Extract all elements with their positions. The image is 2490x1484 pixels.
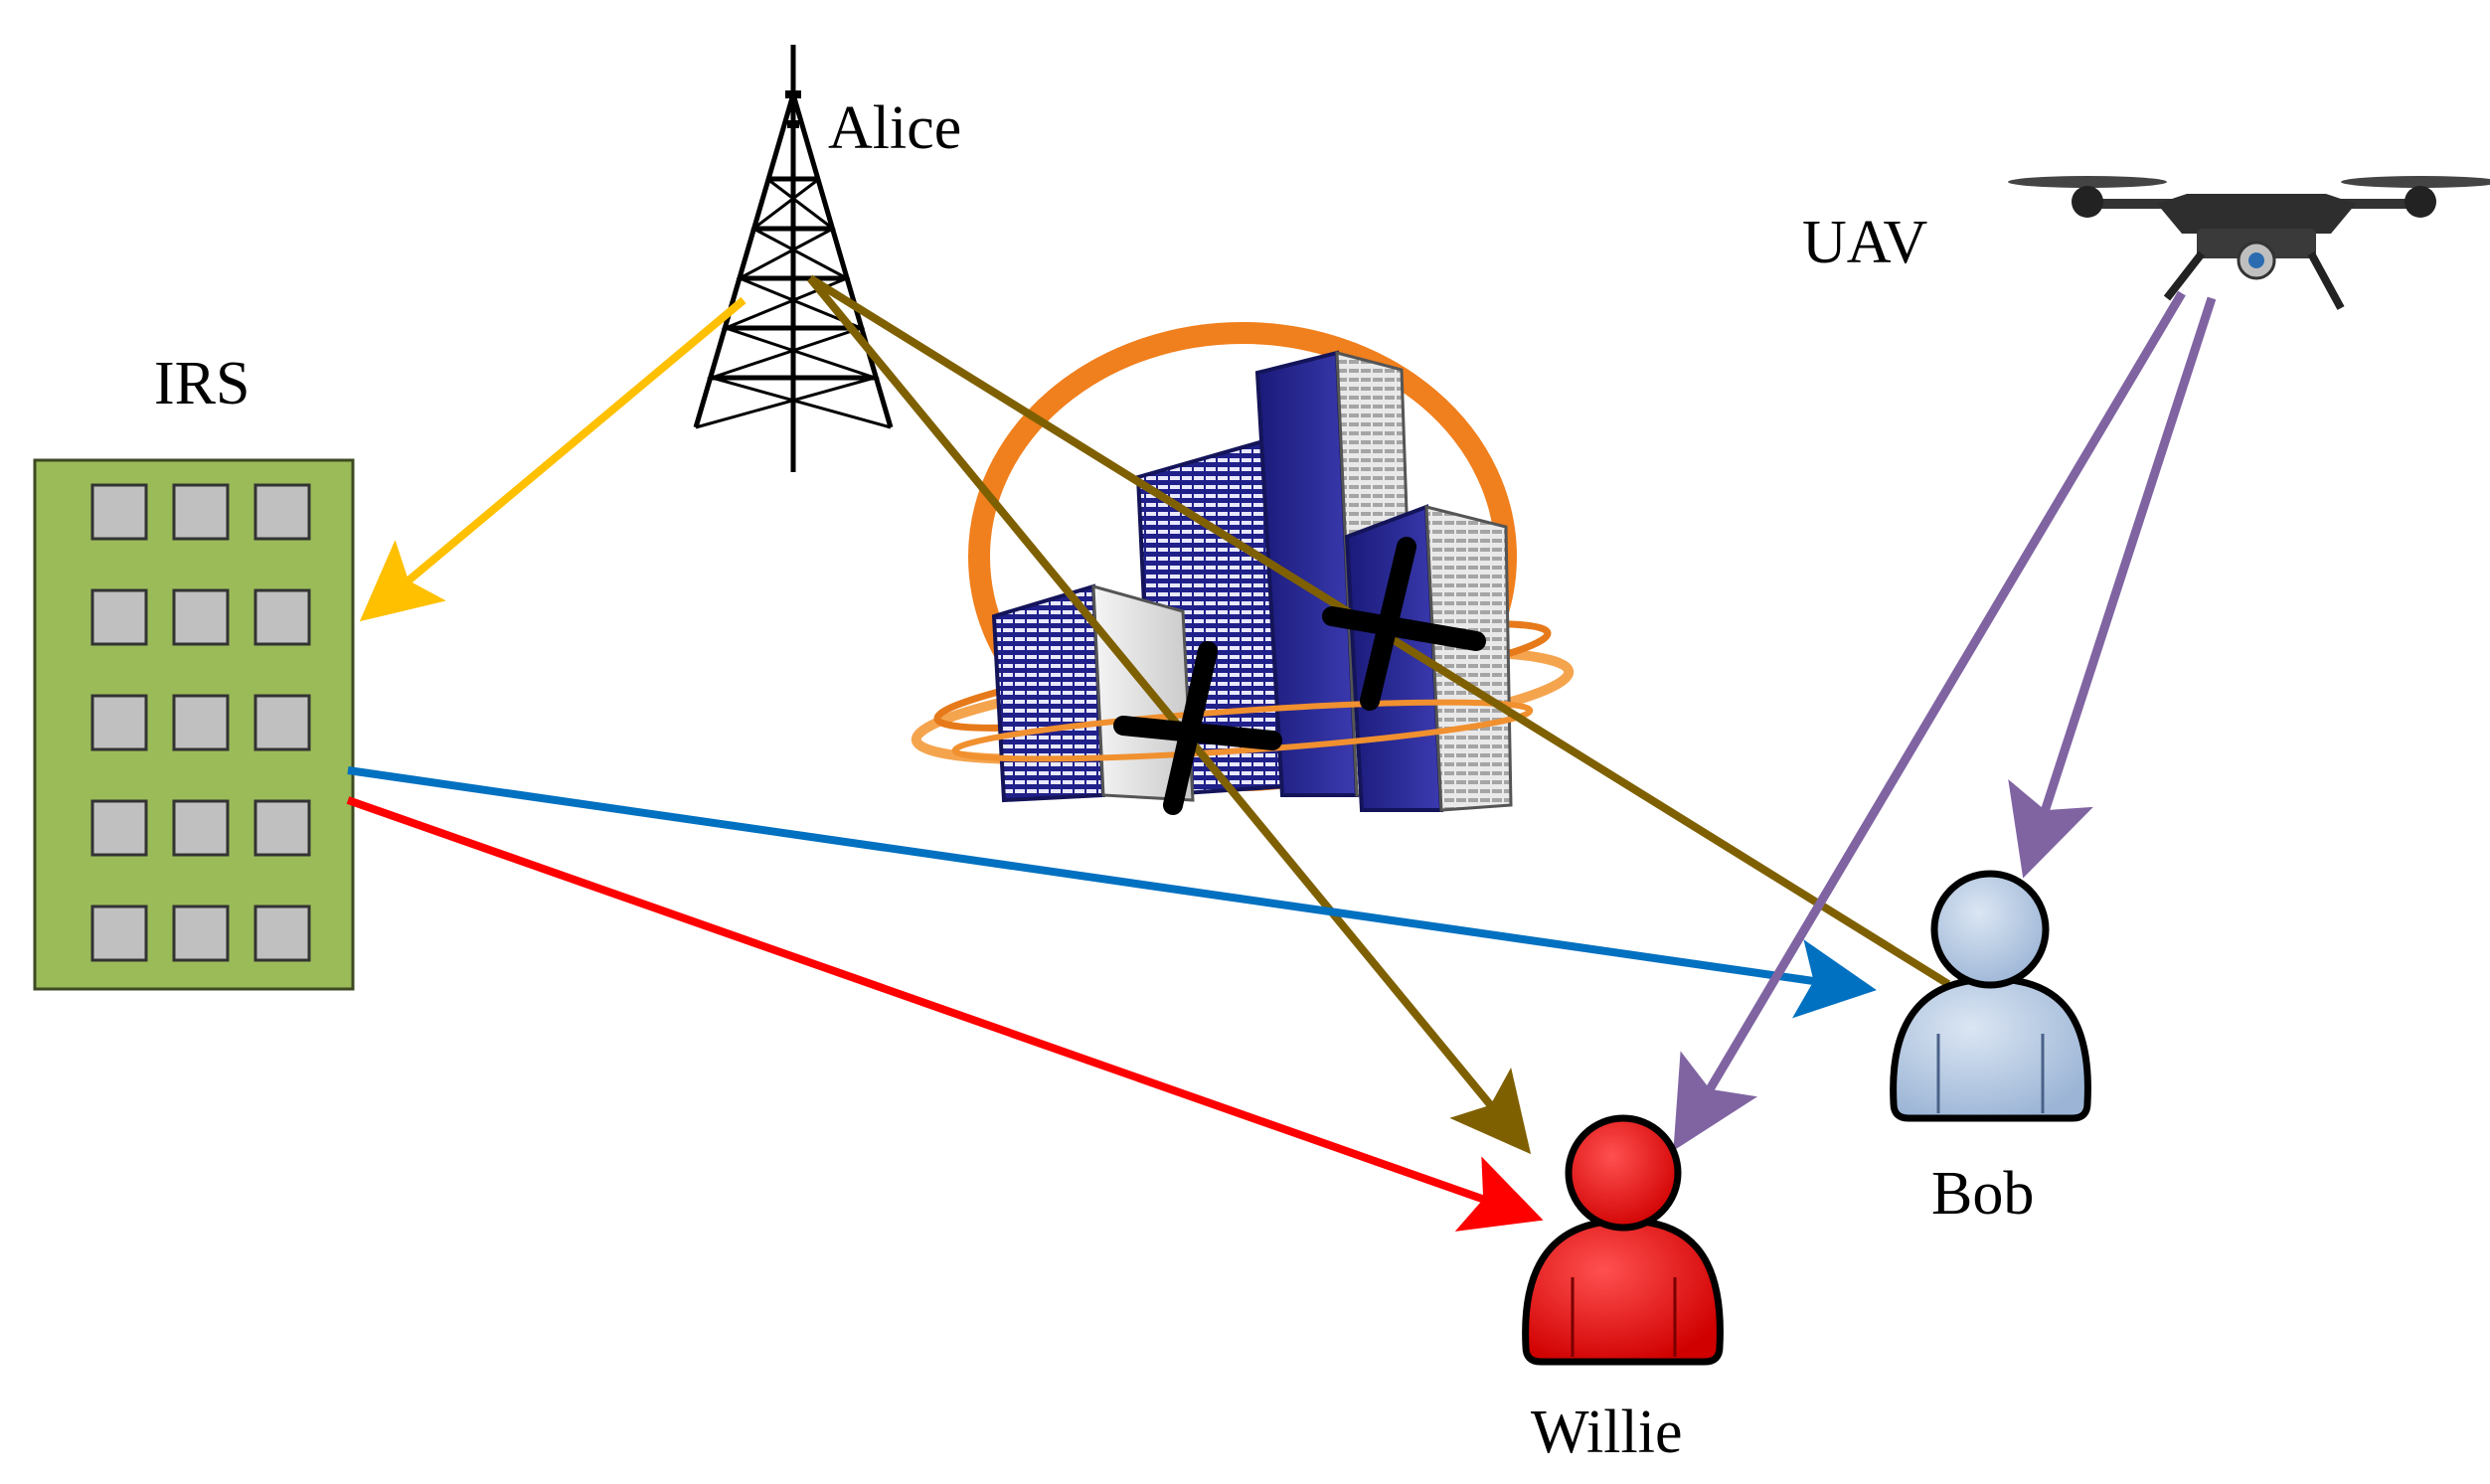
irs-element — [253, 588, 311, 646]
irs-element — [90, 694, 148, 751]
irs-element — [172, 694, 230, 751]
irs-element — [172, 483, 230, 541]
irs-element — [253, 483, 311, 541]
link-alice-to-willie — [806, 275, 1532, 1155]
willie-user-icon — [1522, 1114, 1724, 1366]
uav-drone-icon — [2008, 176, 2490, 310]
irs-element — [90, 588, 148, 646]
link-uav-to-bob — [2008, 296, 2217, 879]
alice-tower-icon — [693, 45, 894, 472]
irs-element — [172, 905, 230, 962]
irs-label: IRS — [154, 350, 250, 417]
irs-element — [90, 799, 148, 857]
uav-label: UAV — [1802, 209, 1928, 276]
alice-label: Alice — [828, 94, 962, 162]
irs-element — [253, 905, 311, 962]
irs-element — [172, 588, 230, 646]
link-irs-to-bob — [347, 766, 1877, 1019]
blocked-path-cross-icon — [1322, 537, 1486, 711]
bob-user-icon — [1890, 870, 2091, 1122]
bob-label: Bob — [1931, 1160, 2035, 1228]
links — [346, 274, 2217, 1232]
irs-element — [253, 694, 311, 751]
blocked-path-cross-icon — [1113, 641, 1282, 815]
city-buildings-icon — [911, 322, 1575, 812]
irs-element — [90, 905, 148, 962]
willie-label: Willie — [1531, 1399, 1683, 1466]
irs-element — [253, 799, 311, 857]
link-uav-to-willie — [1673, 290, 2186, 1151]
irs-panel — [33, 458, 355, 991]
link-alice-to-irs — [359, 296, 747, 622]
irs-element — [90, 483, 148, 541]
irs-element — [172, 799, 230, 857]
link-irs-to-willie — [346, 796, 1544, 1232]
